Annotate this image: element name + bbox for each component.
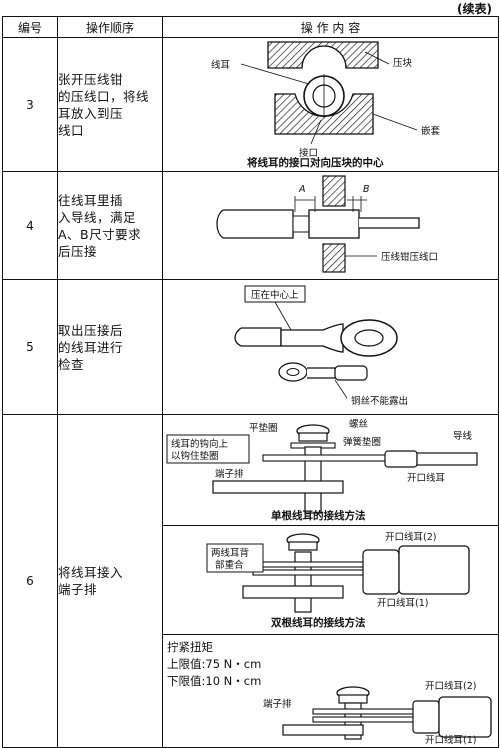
desc-line: 线口	[58, 122, 85, 138]
label-hook-2: 以钩住垫圈	[171, 450, 219, 462]
inspect-lug-figure: 压在中心上 铜丝不能露出	[162, 279, 499, 415]
label-screw: 螺丝	[349, 418, 368, 430]
label-hook-1: 线耳的钩向上	[171, 438, 229, 450]
torque-lower: 下限值:10 N・cm	[167, 674, 262, 688]
single-lug-panel: 线耳的钩向上 以钩住垫圈 平垫圈 螺丝 弹簧垫圈 导线 端子排 开口线耳 单根线…	[163, 415, 498, 526]
row-number: 3	[2, 37, 58, 172]
desc-line: 往线耳里插	[58, 192, 124, 208]
double-caption: 双根线耳的接线方法	[270, 616, 366, 629]
torque-title: 拧紧扭矩	[167, 640, 213, 654]
row-description: 取出压接后 的线耳进行 检查	[57, 279, 163, 415]
insert-wire-figure: A B 压线钳压线口	[162, 171, 499, 280]
label-joint: 接口	[299, 147, 318, 159]
row-number: 4	[2, 171, 58, 280]
terminal-connection-figure: 线耳的钩向上 以钩住垫圈 平垫圈 螺丝 弹簧垫圈 导线 端子排 开口线耳 单根线…	[162, 414, 499, 748]
header-order: 操作顺序	[57, 16, 163, 38]
desc-line: 入导线，满足	[58, 209, 137, 225]
desc-line: 的压线口，将线	[58, 88, 150, 104]
label-wire-hidden: 铜丝不能露出	[351, 395, 408, 407]
label-torque-lug-2: 开口线耳(2)	[425, 680, 476, 692]
row-number: 6	[2, 414, 58, 748]
header-num: 编号	[2, 16, 58, 38]
label-sleeve: 嵌套	[421, 125, 441, 137]
row-description: 将线耳接入 端子排	[57, 414, 163, 748]
label-back-2: 部重合	[215, 559, 244, 571]
label-dim-a: A	[298, 184, 306, 195]
label-center: 压在中心上	[251, 289, 299, 301]
label-back-1: 两线耳背	[211, 547, 249, 559]
label-terminal: 端子排	[215, 468, 244, 480]
torque-upper: 上限值:75 N・cm	[167, 657, 262, 671]
label-crimp-mouth: 压线钳压线口	[381, 251, 438, 263]
label-wire: 导线	[453, 430, 473, 442]
row-number: 5	[2, 279, 58, 415]
desc-line: 将线耳接入	[58, 565, 124, 580]
desc-line: 端子排	[58, 582, 98, 597]
desc-line: 取出压接后	[58, 322, 124, 338]
torque-text: 拧紧扭矩 上限值:75 N・cm 下限值:10 N・cm	[167, 639, 261, 690]
table-row: 3 张开压线钳 的压线口，将线 耳放入到压 线口	[2, 37, 499, 172]
label-open-lug: 开口线耳	[407, 472, 445, 484]
row-description: 张开压线钳 的压线口，将线 耳放入到压 线口	[57, 37, 163, 172]
figure-caption: 将线耳的接口对向压块的中心	[247, 156, 384, 169]
label-lug-2: 开口线耳(2)	[385, 531, 436, 543]
label-block: 压块	[393, 57, 413, 69]
label-torque-terminal: 端子排	[263, 698, 292, 710]
desc-line: A、B尺寸要求	[58, 226, 142, 242]
torque-panel: 拧紧扭矩 上限值:75 N・cm 下限值:10 N・cm 端子排 开口线耳(2)…	[163, 635, 498, 747]
row-description: 往线耳里插 入导线，满足 A、B尺寸要求 后压接	[57, 171, 163, 280]
header-row: 编号 操作顺序 操 作 内 容	[2, 16, 499, 38]
label-lug-1: 开口线耳(1)	[377, 597, 428, 609]
continued-label: (续表)	[457, 2, 492, 16]
header-content: 操 作 内 容	[162, 16, 499, 38]
crimp-position-figure: 线耳 压块 嵌套 接口 将线耳的接口对向压块的中心	[162, 37, 499, 172]
table-row: 4 往线耳里插 入导线，满足 A、B尺寸要求 后压接	[2, 171, 499, 280]
table-row: 6 将线耳接入 端子排 线耳的钩向上 以钩住垫圈	[2, 414, 499, 748]
label-torque-lug-1: 开口线耳(1)	[425, 734, 476, 746]
single-caption: 单根线耳的接线方法	[271, 509, 366, 522]
press-block	[267, 41, 379, 69]
label-washer: 平垫圈	[249, 422, 278, 434]
label-lug: 线耳	[211, 59, 230, 71]
label-spring: 弹簧垫圈	[343, 436, 381, 448]
desc-line: 张开压线钳	[58, 71, 124, 87]
double-lug-panel: 两线耳背 部重合 开口线耳(2) 开口线耳(1) 双根线耳的接线方法	[163, 526, 498, 635]
desc-line: 耳放入到压	[58, 105, 124, 121]
label-dim-b: B	[363, 184, 370, 195]
desc-line: 后压接	[58, 243, 98, 259]
desc-line: 检查	[58, 356, 85, 372]
procedure-table: 编号 操作顺序 操 作 内 容 3 张开压线钳 的压线口，将线 耳放入到压 线口	[2, 16, 499, 748]
desc-line: 的线耳进行	[58, 339, 124, 355]
table-row: 5 取出压接后 的线耳进行 检查 压在中心上	[2, 279, 499, 415]
